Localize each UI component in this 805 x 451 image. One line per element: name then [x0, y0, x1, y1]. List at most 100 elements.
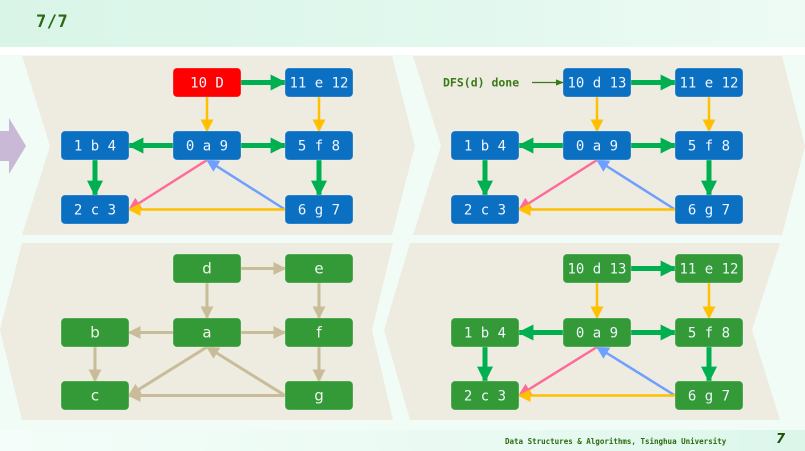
node-label: 2 c 3 [464, 389, 506, 405]
node-box [450, 130, 520, 161]
node-b[interactable]: b [60, 317, 130, 348]
node-box [674, 194, 744, 225]
node-label: 10 d 13 [567, 76, 626, 92]
arrow-right-icon [0, 118, 26, 174]
node-box [674, 130, 744, 161]
node-box [60, 194, 130, 225]
node-d[interactable]: d [172, 253, 242, 284]
node-box [172, 130, 242, 161]
node-box [284, 194, 354, 225]
node-label: d [202, 260, 212, 278]
node-label: g [314, 387, 324, 405]
node-box [674, 317, 744, 348]
node-box [674, 253, 744, 284]
node-label: 6 g 7 [688, 389, 730, 405]
node-box [60, 380, 130, 411]
edge-g-a [205, 345, 286, 397]
node-label: 11 e 12 [679, 76, 738, 92]
graph-bottom-right: 10 d 13 11 e 12 1 b 4 0 a 9 5 f 8 2 c 3 6 g 7 [450, 253, 744, 411]
node-label: 5 f 8 [688, 326, 730, 342]
node-label: b [90, 324, 100, 342]
node-f[interactable]: 5 f 8 [284, 130, 354, 161]
node-label: 5 f 8 [298, 139, 340, 155]
node-a[interactable]: 0 a 9 [562, 130, 632, 161]
node-f[interactable]: 5 f 8 [674, 130, 744, 161]
node-label: 6 g 7 [298, 203, 340, 219]
node-g[interactable]: g [284, 380, 354, 411]
node-label: a [202, 324, 211, 342]
node-box [172, 317, 242, 348]
node-box [284, 253, 354, 284]
node-label: 2 c 3 [74, 203, 116, 219]
node-b[interactable]: 1 b 4 [450, 130, 520, 161]
edge-g-a [595, 345, 676, 397]
node-e[interactable]: 11 e 12 [674, 253, 744, 284]
node-f[interactable]: f [284, 317, 354, 348]
node-c[interactable]: 2 c 3 [60, 194, 130, 225]
node-label: 6 g 7 [688, 203, 730, 219]
footer-band [0, 430, 805, 451]
node-box [562, 130, 632, 161]
node-box [60, 317, 130, 348]
node-box [284, 67, 354, 98]
node-label: 10 d 13 [567, 262, 626, 278]
node-label: c [91, 387, 99, 405]
node-d[interactable]: 10 D [172, 67, 242, 98]
node-box [172, 253, 242, 284]
node-box [60, 130, 130, 161]
node-b[interactable]: 1 b 4 [450, 317, 520, 348]
page-number: 7 [776, 432, 786, 447]
slide-title: 7/7 [36, 12, 69, 32]
node-e[interactable]: 11 e 12 [284, 67, 354, 98]
node-box [450, 317, 520, 348]
node-g[interactable]: 6 g 7 [674, 380, 744, 411]
node-label: 1 b 4 [464, 139, 506, 155]
edge-a-c [517, 345, 598, 397]
node-e[interactable]: 11 e 12 [674, 67, 744, 98]
node-e[interactable]: e [284, 253, 354, 284]
node-g[interactable]: 6 g 7 [284, 194, 354, 225]
node-label: 1 b 4 [74, 139, 116, 155]
header-divider [0, 47, 805, 55]
node-label: 5 f 8 [688, 139, 730, 155]
node-label: f [316, 324, 322, 342]
node-a[interactable]: a [172, 317, 242, 348]
node-box [562, 253, 632, 284]
node-a[interactable]: 0 a 9 [172, 130, 242, 161]
edge-a-c [127, 345, 208, 397]
node-box [674, 67, 744, 98]
node-box [284, 380, 354, 411]
node-label: e [314, 260, 323, 278]
node-d[interactable]: 10 d 13 [562, 253, 632, 284]
node-f[interactable]: 5 f 8 [674, 317, 744, 348]
node-c[interactable]: 2 c 3 [450, 194, 520, 225]
header-band [0, 0, 805, 47]
node-d[interactable]: 10 d 13 [562, 67, 632, 98]
node-label: 11 e 12 [289, 76, 348, 92]
node-box [172, 67, 242, 98]
node-box [450, 380, 520, 411]
node-c[interactable]: 2 c 3 [450, 380, 520, 411]
panels-layer [0, 56, 805, 420]
graph-top-right: 10 d 13 11 e 12 1 b 4 0 a 9 5 f 8 2 c 3 6 g 7 D… [443, 67, 744, 225]
edge-a-c [127, 158, 208, 211]
edge-g-a [595, 158, 676, 211]
node-b[interactable]: 1 b 4 [60, 130, 130, 161]
footer-text: Data Structures & Algorithms, Tsinghua U… [505, 437, 727, 446]
nav-layer [0, 118, 26, 174]
node-box [284, 130, 354, 161]
node-c[interactable]: c [60, 380, 130, 411]
annotation-text: DFS(d) done [443, 76, 519, 90]
graph-top-left: 10 D 11 e 12 1 b 4 0 a 9 5 f 8 2 c 3 6 g 7 [60, 67, 354, 225]
node-label: 10 D [190, 76, 224, 92]
graph-bottom-left: d e b a f c g [60, 253, 354, 411]
node-g[interactable]: 6 g 7 [674, 194, 744, 225]
edge-a-c [517, 158, 598, 211]
node-box [674, 380, 744, 411]
node-a[interactable]: 0 a 9 [562, 317, 632, 348]
node-label: 11 e 12 [679, 262, 738, 278]
node-label: 0 a 9 [576, 139, 618, 155]
node-label: 1 b 4 [464, 326, 506, 342]
